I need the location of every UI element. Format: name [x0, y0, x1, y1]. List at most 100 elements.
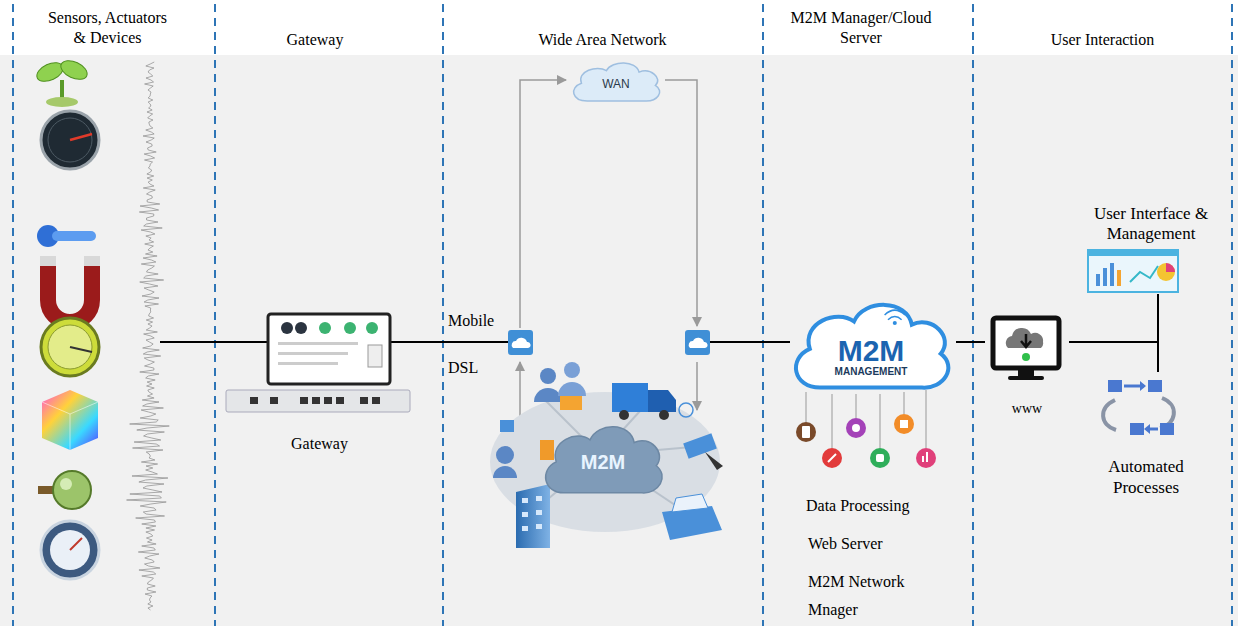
gateway-device-part	[270, 397, 278, 404]
m2m-network-illustration-part	[683, 433, 717, 458]
m2m-network-illustration-part	[500, 420, 514, 432]
wan-arrows-part	[519, 362, 521, 420]
wan-arrows-part	[520, 80, 566, 328]
node-text: User Interface & Management	[1076, 204, 1226, 245]
service-icons-part	[922, 456, 924, 462]
m2m-network-illustration-part	[672, 494, 708, 512]
column-dividers-part	[442, 4, 444, 626]
column-header: M2M Manager/Cloud Server	[775, 8, 947, 48]
m2m-network-illustration-part	[612, 383, 648, 402]
dashboard-icon	[1088, 250, 1178, 292]
panel-ground	[0, 55, 1238, 626]
link-type: DSL	[448, 358, 508, 378]
node-text: Automated Processes	[1091, 457, 1201, 498]
service-icons-part-part	[856, 394, 857, 418]
m2m-network-illustration-part	[522, 496, 542, 531]
service-icons	[796, 390, 936, 468]
router-icons-part	[685, 330, 710, 355]
service-icons-part-part	[806, 392, 807, 422]
m2m-network-illustration-part	[516, 484, 550, 548]
m2m-network-illustration-part	[493, 466, 517, 478]
service-icons-part	[916, 448, 936, 468]
router-icons-part	[512, 338, 531, 348]
m2m-network-illustration-part	[535, 400, 715, 515]
m2m-network-illustration-part-part	[522, 512, 528, 517]
signal-trace	[127, 62, 170, 610]
wan-arrows	[520, 80, 697, 420]
dashboard-icon-part	[1096, 274, 1100, 286]
node-text: M2M	[581, 450, 625, 474]
cloud-shape	[796, 305, 948, 388]
m2m-network-illustration-part	[619, 410, 629, 420]
sensor-icons-part	[60, 478, 72, 490]
server-function: M2M Network Mnager	[808, 568, 920, 624]
m2m-network-illustration-part	[679, 403, 693, 417]
gateway-device-part	[344, 322, 356, 334]
router-icons-part	[689, 338, 708, 348]
automation-icon-part	[1160, 423, 1174, 435]
column-header: Gateway	[255, 30, 375, 50]
m2m-network-illustration-part	[705, 452, 723, 470]
sensor-icons-part	[48, 262, 92, 322]
dashboard-icon-part	[1166, 263, 1175, 272]
cloud-shape	[546, 427, 663, 493]
sensor-icons-part	[58, 57, 90, 83]
service-icons-part	[822, 448, 842, 468]
gateway-device-part	[324, 397, 332, 404]
user-interface-node: User Interface & Management	[1076, 204, 1226, 294]
m2m-network-illustration-part	[560, 396, 582, 410]
service-icons-part	[828, 454, 836, 462]
service-icons-part-part	[880, 394, 881, 448]
column-header: User Interaction	[1035, 30, 1170, 50]
gateway-device-part	[360, 397, 368, 404]
gateway-device-part	[268, 314, 390, 384]
automation-icon-part	[1144, 424, 1150, 434]
node-text: WAN	[602, 77, 630, 91]
m2m-cloud: M2M	[538, 418, 668, 498]
cloud-shape	[574, 63, 660, 101]
server-function: Web Server	[808, 534, 958, 554]
m2m-network-illustration-part	[564, 362, 580, 378]
column-dividers-part	[12, 4, 14, 626]
web-monitor-part	[1022, 353, 1030, 361]
gateway-device-part	[336, 397, 344, 404]
wifi-symbol	[885, 310, 905, 320]
sensor-icons-part	[53, 471, 91, 509]
column-header: Wide Area Network	[515, 30, 690, 50]
server-function: Data Processing	[806, 496, 956, 516]
management-cloud: M2MMANAGEMENT	[786, 294, 956, 394]
gateway-device-part	[312, 397, 320, 404]
connector-line	[956, 341, 985, 343]
web-monitor-part	[1006, 328, 1043, 348]
sensor-icons-part	[40, 256, 56, 266]
wires-part	[160, 341, 268, 343]
wifi-dot	[893, 321, 897, 325]
sensor-icons-part	[42, 390, 98, 450]
gateway-device-part	[250, 397, 258, 404]
column-dividers-part	[1231, 4, 1233, 626]
column-dividers-part	[214, 4, 216, 626]
column-dividers-part	[762, 4, 764, 626]
node-text: MANAGEMENT	[835, 366, 908, 378]
m2m-network-illustration	[490, 362, 723, 548]
wan-cloud: WAN	[568, 58, 664, 104]
m2m-network-illustration-part	[496, 446, 514, 464]
automation-icon-part	[1140, 381, 1146, 391]
signal-texture	[127, 62, 170, 610]
column-header: Sensors, Actuators & Devices	[40, 8, 175, 48]
service-icons-part	[846, 418, 866, 438]
sensor-icons	[34, 57, 100, 579]
dashboard-icon-part	[1130, 266, 1158, 282]
web-monitor-part	[1008, 376, 1044, 380]
automation-icon-part	[1148, 380, 1162, 392]
service-icons-part	[900, 420, 908, 428]
gateway-device-part	[295, 322, 307, 334]
service-icons-part	[870, 448, 890, 468]
automation-icon-part	[1103, 400, 1116, 430]
gateway-device-part	[368, 345, 382, 367]
dashboard-icon-part	[1103, 268, 1107, 286]
service-icons-part	[852, 424, 860, 432]
dashboard-icon-part	[1088, 250, 1178, 292]
dashboard-icon-part	[1117, 270, 1121, 286]
